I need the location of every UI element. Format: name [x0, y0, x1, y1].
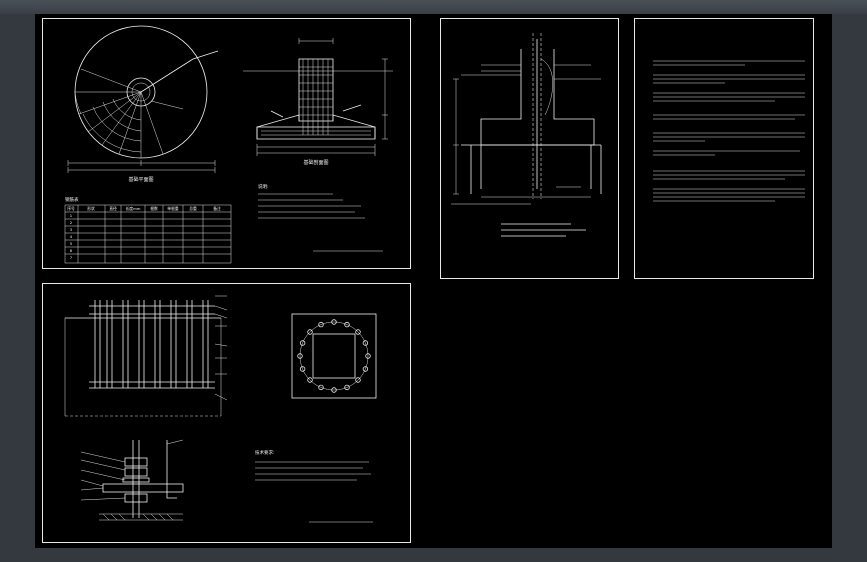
tech-notes-heading: 技术要求: — [255, 449, 275, 456]
section-caption: 基础剖面图 — [303, 159, 328, 166]
svg-text:2: 2 — [70, 220, 73, 225]
sheet-anchor-bolts[interactable]: 技术要求: — [42, 283, 411, 543]
notes-sheet — [653, 60, 805, 202]
svg-text:序号: 序号 — [67, 206, 75, 211]
svg-text:5: 5 — [70, 241, 73, 246]
svg-text:长度mm: 长度mm — [126, 206, 141, 211]
svg-text:4: 4 — [70, 234, 73, 239]
sheet-notes[interactable] — [634, 18, 814, 279]
plan-caption: 基础平面图 — [128, 176, 153, 183]
elevation-drawing — [451, 33, 602, 237]
bolt-detail — [80, 439, 184, 521]
bolt-holes — [297, 319, 371, 393]
notes-heading: 说明: — [258, 183, 269, 190]
notes-text-block — [653, 60, 805, 202]
section-view — [243, 38, 393, 156]
foundation-drawing: 基础平面图 基础剖面图 — [64, 25, 393, 264]
svg-text:1: 1 — [70, 213, 73, 218]
bolt-circle-plan — [291, 313, 377, 399]
sheet-foundation[interactable]: 基础平面图 基础剖面图 — [42, 18, 411, 269]
svg-text:直径: 直径 — [109, 206, 117, 211]
svg-text:根数: 根数 — [150, 206, 158, 211]
svg-text:总重: 总重 — [189, 206, 197, 211]
bolt-cage-elevation — [64, 295, 228, 417]
svg-text:3: 3 — [70, 227, 73, 232]
table-row-numbers: 1 2 3 4 5 6 7 — [70, 213, 73, 260]
plan-mesh — [74, 68, 164, 158]
rebar-table — [64, 204, 232, 264]
svg-text:形状: 形状 — [87, 206, 95, 211]
table-headers: 序号 形状 直径 长度mm 根数 单根重 总重 备注 — [67, 206, 221, 211]
window-top-bar — [0, 0, 867, 14]
svg-text:单根重: 单根重 — [167, 206, 179, 211]
table-label: 钢筋表 — [65, 196, 79, 203]
svg-text:6: 6 — [70, 248, 73, 253]
sheet-elevation[interactable] — [440, 18, 619, 279]
svg-text:7: 7 — [70, 255, 73, 260]
drawing-canvas[interactable]: 基础平面图 基础剖面图 — [35, 14, 832, 548]
anchor-bolt-drawing: 技术要求: — [64, 295, 377, 523]
svg-text:备注: 备注 — [213, 206, 221, 211]
